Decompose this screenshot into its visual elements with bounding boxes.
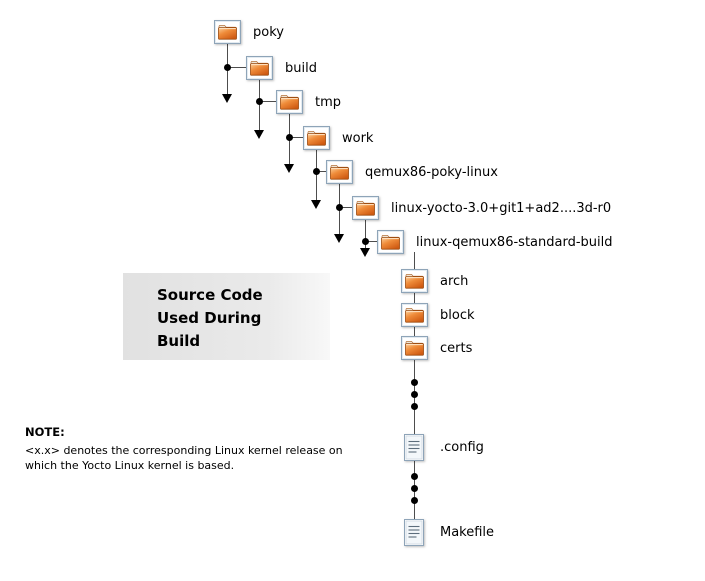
folder-icon (326, 160, 353, 184)
note: NOTE: <x.x> denotes the corresponding Li… (25, 425, 395, 473)
folder-icon (214, 20, 241, 44)
connector-hline (316, 171, 326, 172)
branch-dot-icon (224, 64, 231, 71)
branch-dot-icon (286, 134, 293, 141)
ellipsis-dot (411, 473, 418, 480)
tree-node-poky: poky (214, 20, 284, 44)
folder-icon (401, 269, 428, 293)
ellipsis-dot (411, 485, 418, 492)
connector-hline (365, 241, 377, 242)
tree-node-label: work (342, 130, 374, 146)
connector-hline (227, 67, 246, 68)
tree-node-block: block (401, 303, 475, 327)
tree-node-label: build (285, 60, 317, 76)
tree-node-linux-qemux86-standard-build: linux-qemux86-standard-build (377, 230, 613, 254)
callout-box: Source Code Used During Build (123, 273, 330, 360)
tree-node-build: build (246, 56, 317, 80)
note-text-line: <x.x> denotes the corresponding Linux ke… (25, 444, 343, 457)
file-icon (404, 434, 424, 461)
branch-dot-icon (362, 238, 369, 245)
connector-vline (414, 252, 415, 520)
folder-icon (401, 336, 428, 360)
tree-node-label: Makefile (440, 525, 495, 540)
tree-node-label: qemux86-poky-linux (365, 164, 498, 180)
ellipsis-dot (411, 497, 418, 504)
arrow-down-icon (222, 94, 232, 103)
file-icon (404, 519, 424, 546)
callout-line: Build (157, 332, 201, 350)
tree-node-label: linux-yocto-3.0+git1+ad2....3d-r0 (391, 200, 612, 216)
connector-vline (316, 150, 317, 200)
branch-dot-icon (336, 204, 343, 211)
ellipsis-dot (411, 379, 418, 386)
folder-icon (276, 90, 303, 114)
tree-node-label: linux-qemux86-standard-build (416, 234, 613, 250)
branch-dot-icon (313, 168, 320, 175)
connector-vline (365, 220, 366, 248)
tree-node-linux-yocto: linux-yocto-3.0+git1+ad2....3d-r0 (352, 196, 611, 220)
folder-icon (377, 230, 404, 254)
callout-line: Source Code (157, 286, 263, 304)
callout-line: Used During (157, 309, 262, 327)
arrow-down-icon (360, 248, 370, 257)
note-text-line: which the Yocto Linux kernel is based. (25, 458, 235, 472)
tree-node-label: poky (253, 24, 284, 40)
tree-node-work: work (303, 126, 373, 150)
connector-hline (339, 207, 352, 208)
note-title: NOTE: (25, 425, 65, 439)
connector-vline (259, 80, 260, 130)
ellipsis-dot (411, 391, 418, 398)
tree-node-label: .config (440, 440, 484, 455)
tree-node-makefile: Makefile (404, 519, 494, 546)
branch-dot-icon (256, 98, 263, 105)
folder-icon (352, 196, 379, 220)
arrow-down-icon (284, 164, 294, 173)
tree-node-label: tmp (315, 94, 342, 110)
tree-node-config: .config (404, 434, 484, 461)
folder-icon (246, 56, 273, 80)
tree-node-arch: arch (401, 269, 468, 293)
arrow-down-icon (311, 200, 321, 209)
tree-node-qemux86-poky-linux: qemux86-poky-linux (326, 160, 498, 184)
folder-icon (401, 303, 428, 327)
tree-node-certs: certs (401, 336, 472, 360)
folder-icon (303, 126, 330, 150)
arrow-down-icon (254, 130, 264, 139)
tree-node-tmp: tmp (276, 90, 341, 114)
tree-node-label: arch (440, 273, 469, 289)
tree-node-label: certs (440, 340, 473, 356)
arrow-down-icon (334, 234, 344, 243)
ellipsis-dot (411, 403, 418, 410)
connector-hline (289, 137, 303, 138)
tree-node-label: block (440, 307, 475, 323)
connector-hline (259, 101, 276, 102)
